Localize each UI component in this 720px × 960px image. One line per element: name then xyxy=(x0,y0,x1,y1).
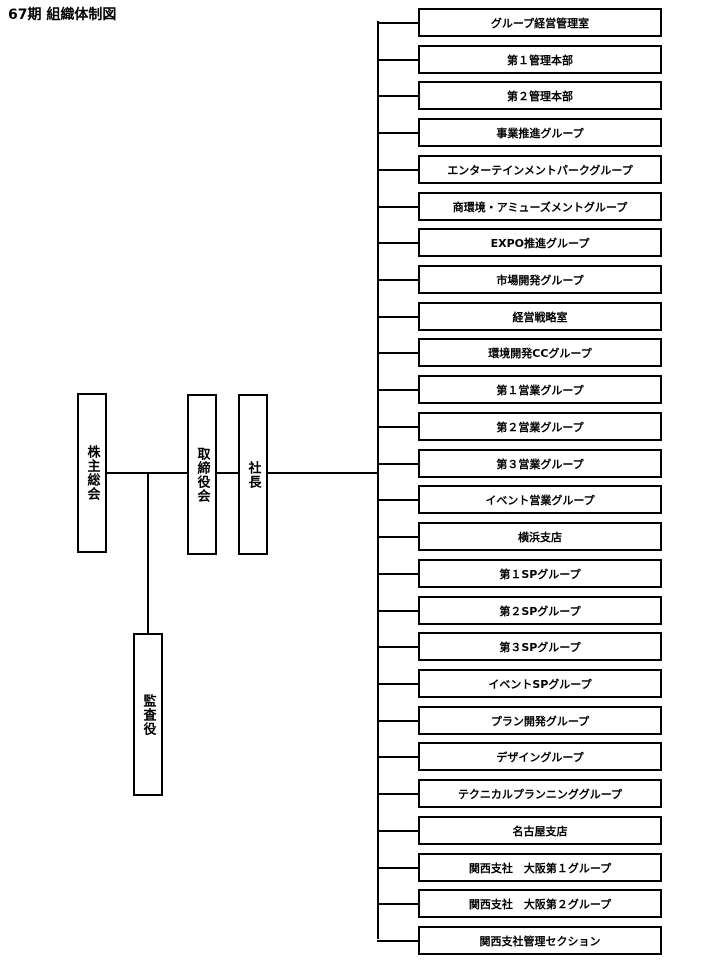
branch-line xyxy=(377,316,419,318)
branch-line xyxy=(377,59,419,61)
department-box: デザイングループ xyxy=(418,742,662,771)
board-of-directors-label: 取締役会 xyxy=(194,446,210,503)
branch-line xyxy=(377,573,419,575)
branch-line xyxy=(377,22,419,24)
department-box: 環境開発CCグループ xyxy=(418,338,662,367)
department-box: 関西支社 大阪第１グループ xyxy=(418,853,662,882)
branch-line xyxy=(377,867,419,869)
department-box: イベントSPグループ xyxy=(418,669,662,698)
department-box: 事業推進グループ xyxy=(418,118,662,147)
department-box: プラン開発グループ xyxy=(418,706,662,735)
branch-line xyxy=(377,426,419,428)
department-box: 第３営業グループ xyxy=(418,449,662,478)
department-box: 名古屋支店 xyxy=(418,816,662,845)
president-label: 社長 xyxy=(245,460,261,489)
department-box: 横浜支店 xyxy=(418,522,662,551)
branch-line xyxy=(377,903,419,905)
trunk-line xyxy=(377,21,379,939)
shareholders-meeting-label: 株主総会 xyxy=(84,445,100,501)
branch-line xyxy=(377,389,419,391)
branch-line xyxy=(377,756,419,758)
president-box: 社長 xyxy=(238,394,268,555)
department-box: エンターテインメントパークグループ xyxy=(418,155,662,184)
department-box: 第１管理本部 xyxy=(418,45,662,74)
branch-line xyxy=(377,95,419,97)
connector-line xyxy=(147,472,149,634)
branch-line xyxy=(377,830,419,832)
branch-line xyxy=(377,132,419,134)
department-box: 商環境・アミューズメントグループ xyxy=(418,192,662,221)
department-box: グループ経営管理室 xyxy=(418,8,662,37)
connector-line xyxy=(267,472,379,474)
branch-line xyxy=(377,683,419,685)
auditor-label: 監査役 xyxy=(140,693,156,736)
branch-line xyxy=(377,169,419,171)
department-box: 第１SPグループ xyxy=(418,559,662,588)
department-box: 第１営業グループ xyxy=(418,375,662,404)
department-box: 関西支社 大阪第２グループ xyxy=(418,889,662,918)
branch-line xyxy=(377,536,419,538)
branch-line xyxy=(377,352,419,354)
shareholders-meeting-box: 株主総会 xyxy=(77,393,107,553)
department-box: 第２管理本部 xyxy=(418,81,662,110)
branch-line xyxy=(377,242,419,244)
page-title: 67期 組織体制図 xyxy=(8,7,117,23)
department-box: 第３SPグループ xyxy=(418,632,662,661)
department-box: 第２営業グループ xyxy=(418,412,662,441)
department-box: 経営戦略室 xyxy=(418,302,662,331)
department-box: テクニカルプランニンググループ xyxy=(418,779,662,808)
connector-line xyxy=(216,472,238,474)
branch-line xyxy=(377,646,419,648)
auditor-box: 監査役 xyxy=(133,633,163,796)
branch-line xyxy=(377,793,419,795)
branch-line xyxy=(377,610,419,612)
branch-line xyxy=(377,940,419,942)
department-box: 市場開発グループ xyxy=(418,265,662,294)
department-box: 第２SPグループ xyxy=(418,596,662,625)
board-of-directors-box: 取締役会 xyxy=(187,394,217,555)
branch-line xyxy=(377,499,419,501)
branch-line xyxy=(377,463,419,465)
branch-line xyxy=(377,720,419,722)
department-box: EXPO推進グループ xyxy=(418,228,662,257)
department-box: 関西支社管理セクション xyxy=(418,926,662,955)
department-box: イベント営業グループ xyxy=(418,485,662,514)
branch-line xyxy=(377,206,419,208)
branch-line xyxy=(377,279,419,281)
